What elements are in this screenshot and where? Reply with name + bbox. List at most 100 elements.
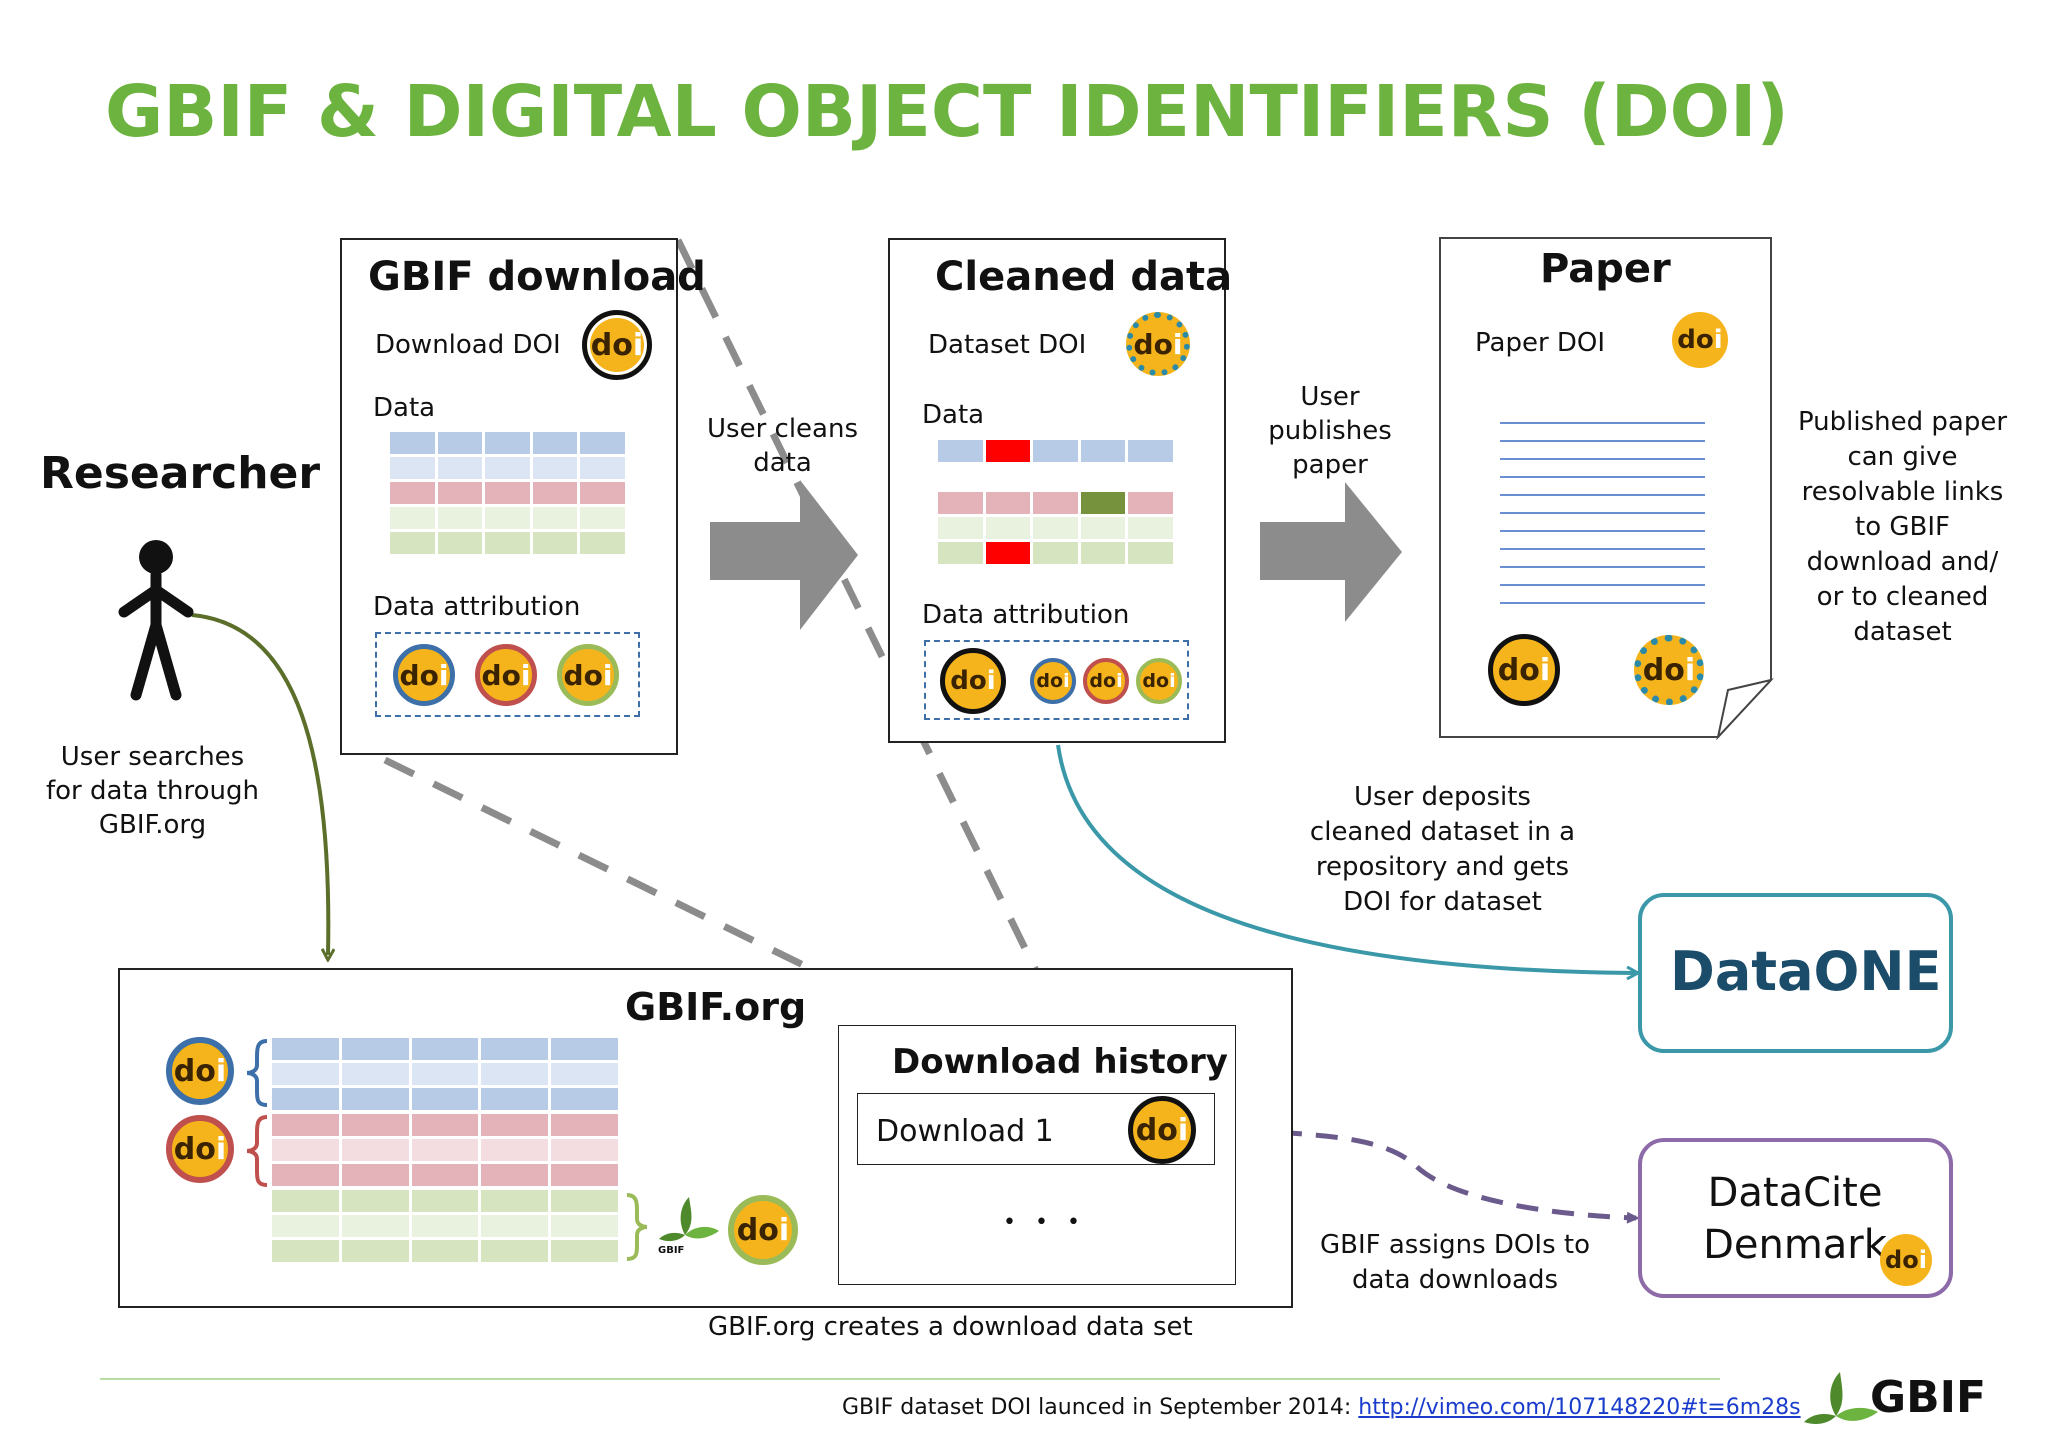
paper-text-line <box>1500 422 1705 424</box>
dataone-box[interactable] <box>1638 893 1953 1053</box>
doi-i: i <box>215 1053 227 1089</box>
gbif-download-attribution-box <box>375 632 640 717</box>
paper-text-line <box>1500 476 1705 478</box>
researcher-caption: User searches for data through GBIF.org <box>45 742 259 840</box>
doi-i: i <box>1539 652 1551 688</box>
doi-o: o <box>1103 670 1117 692</box>
doi-o: o <box>1695 325 1714 355</box>
doi-i: i <box>986 666 996 696</box>
doi-o: o <box>195 1131 216 1167</box>
doi-o: o <box>1157 1112 1178 1148</box>
paper-text-line <box>1500 512 1705 514</box>
gbif-org-green-rows <box>272 1190 618 1262</box>
user-publishes-label: User publishes paper <box>1268 382 1392 480</box>
doi-o: o <box>1664 652 1685 688</box>
red-brace <box>246 1115 268 1187</box>
cleaned-data-row-1 <box>938 440 1173 462</box>
footer-text: GBIF dataset DOI launced in September 20… <box>842 1395 1801 1420</box>
doi-d: d <box>481 658 502 692</box>
doi-o: o <box>1902 1246 1919 1274</box>
footer-vimeo-link[interactable]: http://vimeo.com/107148220#t=6m28s <box>1358 1395 1801 1420</box>
doi-d: d <box>1677 325 1696 355</box>
paper-title: Paper <box>1540 246 1671 292</box>
doi-i: i <box>778 1212 790 1248</box>
gbif-small-logo-text: GBIF <box>658 1245 685 1256</box>
gbif-download-attribution-label: Data attribution <box>373 592 581 622</box>
deposit-curve <box>1056 744 1636 973</box>
footer-divider <box>100 1378 1720 1380</box>
doi-o: o <box>501 658 521 692</box>
gbif-assigns-label: GBIF assigns DOIs to data downloads <box>1320 1230 1590 1295</box>
paper-text-line <box>1500 458 1705 460</box>
doi-o: o <box>583 658 603 692</box>
doi-i: i <box>1169 670 1176 692</box>
paper-text-line <box>1500 548 1705 550</box>
doi-i: i <box>1713 325 1723 355</box>
doi-d: d <box>736 1212 759 1248</box>
green-brace <box>626 1193 648 1261</box>
doi-o: o <box>1156 670 1170 692</box>
doi-i: i <box>1172 327 1183 361</box>
doi-o: o <box>968 666 987 696</box>
paper-text-line <box>1500 530 1705 532</box>
user-deposits-label: User deposits cleaned dataset in a repos… <box>1309 782 1576 917</box>
doi-i: i <box>520 658 531 692</box>
paper-text-line <box>1500 584 1705 586</box>
paper-doi-label: Paper DOI <box>1475 328 1606 358</box>
cleaned-data-attribution-label: Data attribution <box>922 600 1130 630</box>
dataone-logo: DataONE <box>1670 940 1942 1003</box>
gbif-org-red-rows <box>272 1114 618 1186</box>
arrow-to-paper <box>1260 482 1402 622</box>
doi-o: o <box>612 327 633 363</box>
dataset-doi-label: Dataset DOI <box>928 330 1087 360</box>
gbif-leaf-icon <box>659 1197 719 1242</box>
doi-o: o <box>419 658 439 692</box>
doi-o: o <box>1153 327 1173 361</box>
download-history-title: Download history <box>892 1042 1228 1082</box>
doi-i: i <box>438 658 449 692</box>
cleaned-data-attribution-box <box>924 640 1189 720</box>
gbif-download-title: GBIF download <box>368 254 706 300</box>
doi-d: d <box>1089 670 1104 692</box>
doi-i: i <box>1063 670 1070 692</box>
doi-d: d <box>1133 327 1154 361</box>
gbif-download-data-table <box>390 432 625 554</box>
cleaned-data-rows-2 <box>938 492 1173 564</box>
gbif-org-title: GBIF.org <box>625 985 807 1029</box>
researcher-figure <box>118 540 194 701</box>
doi-o: o <box>1050 670 1064 692</box>
gbif-creates-label: GBIF.org creates a download data set <box>708 1312 1193 1342</box>
doi-i: i <box>1918 1246 1927 1274</box>
gbif-logo-leaf-icon <box>1804 1372 1878 1424</box>
footer-caption: GBIF dataset DOI launced in September 20… <box>842 1395 1359 1420</box>
doi-d: d <box>1885 1246 1903 1274</box>
blue-brace <box>246 1039 268 1107</box>
doi-d: d <box>173 1053 196 1089</box>
history-ellipsis: • • • <box>1003 1210 1086 1235</box>
published-paper-label: Published paper can give resolvable link… <box>1797 407 2008 647</box>
cleaned-data-data-label: Data <box>922 400 985 430</box>
paper-text-line <box>1500 440 1705 442</box>
doi-d: d <box>1142 670 1157 692</box>
paper-text-line <box>1500 602 1705 604</box>
download-doi-label: Download DOI <box>375 330 561 360</box>
datacite-line-2: Denmark <box>1703 1222 1887 1268</box>
doi-d: d <box>1497 652 1520 688</box>
gbif-org-blue-rows <box>272 1038 618 1110</box>
